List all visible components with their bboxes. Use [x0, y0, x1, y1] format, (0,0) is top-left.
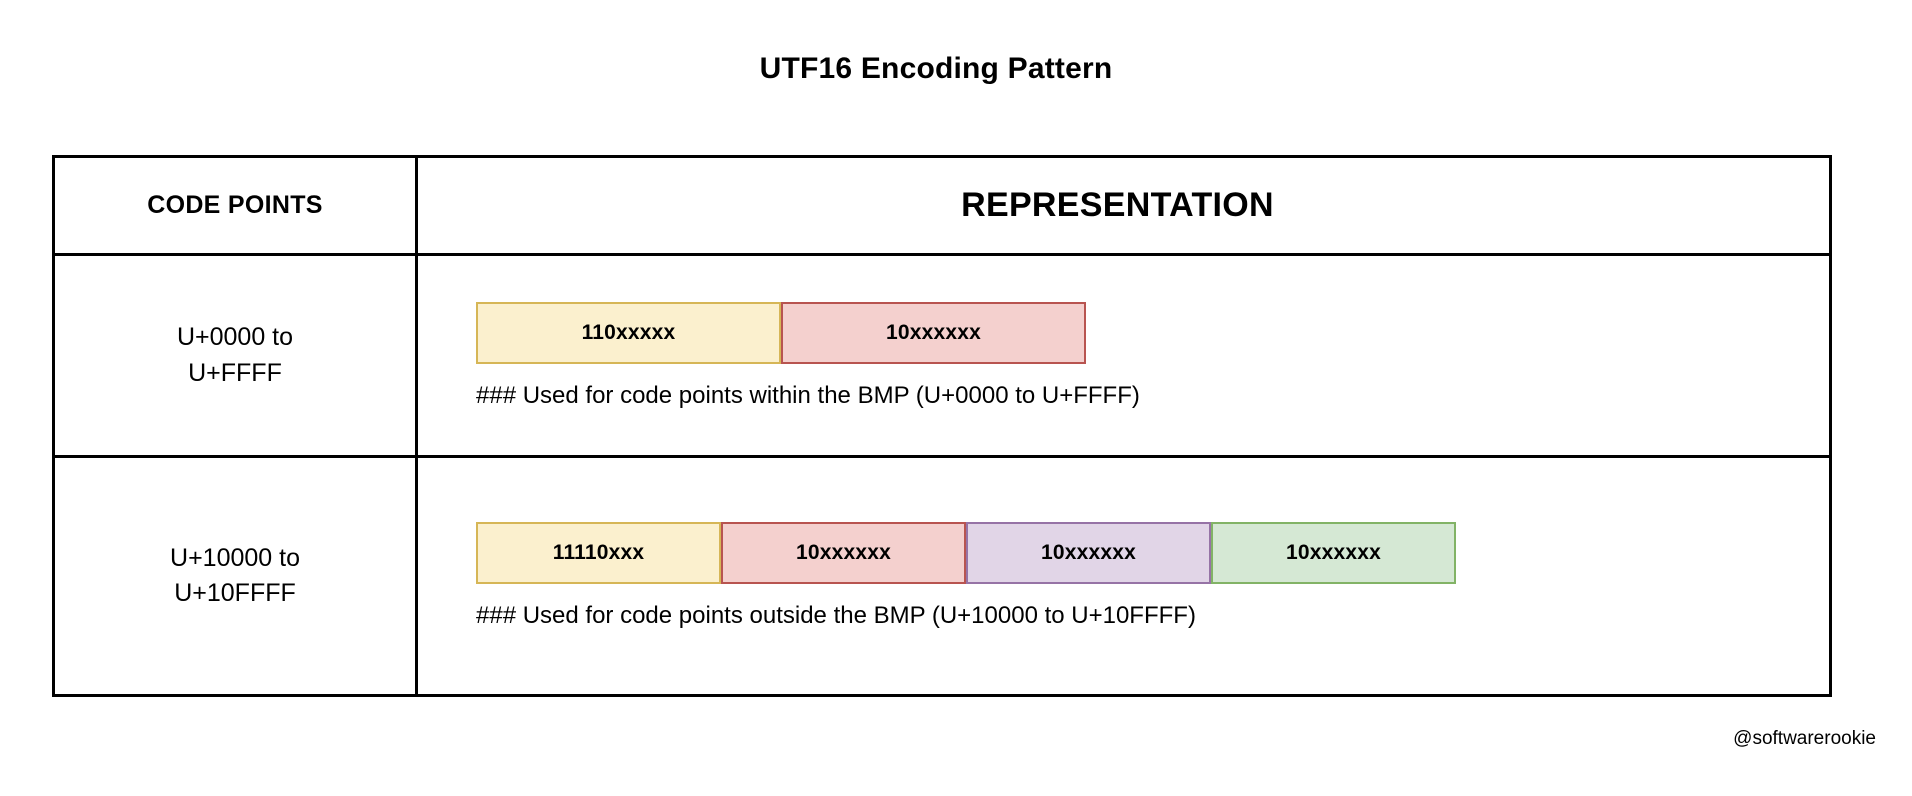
row-2-byte-box-1: 11110xxx	[476, 522, 721, 584]
page-title-text: UTF16 Encoding Pattern	[759, 52, 1113, 85]
row-1-byte-box-1: 110xxxxx	[476, 301, 781, 364]
header-label-representation: REPRESENTATION	[961, 186, 1274, 224]
row-2-code-points-cell: U+10000 to U+10FFFF	[55, 458, 418, 694]
table-row: U+10000 to U+10FFFF 11110xxx 10xxxxxx 10…	[55, 458, 1829, 694]
page-title: UTF16 Encoding Pattern	[0, 52, 1912, 86]
row-2-byte-label-3: 10xxxxxx	[1040, 541, 1137, 564]
row-2-byte-label-1: 11110xxx	[552, 541, 645, 564]
row-1-code-points-cell: U+0000 to U+FFFF	[55, 256, 418, 455]
row-2-byte-label-2: 10xxxxxx	[795, 541, 892, 564]
row-1-bytes-wrap: 110xxxxx 10xxxxxx	[418, 301, 1829, 364]
row-2-byte-label-4: 10xxxxxx	[1285, 541, 1382, 564]
header-label-code-points: CODE POINTS	[147, 191, 323, 219]
row-2-byte-box-4: 10xxxxxx	[1211, 522, 1456, 584]
row-2-representation-cell: 11110xxx 10xxxxxx 10xxxxxx 10xxxxxx ###	[418, 458, 1829, 694]
watermark-credit: @softwarerookie	[1733, 728, 1876, 749]
header-cell-representation: REPRESENTATION	[418, 158, 1829, 253]
row-1-caption: ### Used for code points within the BMP …	[476, 381, 1140, 409]
row-1-byte-box-2: 10xxxxxx	[781, 301, 1086, 364]
row-2-bytes-wrap: 11110xxx 10xxxxxx 10xxxxxx 10xxxxxx	[418, 522, 1829, 584]
row-2-byte-box-2: 10xxxxxx	[721, 522, 966, 584]
row-2-byte-box-3: 10xxxxxx	[966, 522, 1211, 584]
row-1-byte-label-1: 110xxxxx	[581, 320, 676, 344]
row-1-byte-label-2: 10xxxxxx	[885, 320, 982, 344]
encoding-table: CODE POINTS REPRESENTATION U+0000 to U+F…	[52, 155, 1832, 697]
header-cell-code-points: CODE POINTS	[55, 158, 418, 253]
row-1-representation-cell: 110xxxxx 10xxxxxx ### Used for code poin…	[418, 256, 1829, 455]
row-2-caption: ### Used for code points outside the BMP…	[476, 602, 1196, 629]
row-1-code-points-label: U+0000 to U+FFFF	[176, 323, 294, 387]
row-2-byte-sequence: 11110xxx 10xxxxxx 10xxxxxx 10xxxxxx	[476, 522, 1829, 584]
table-row: U+0000 to U+FFFF 110xxxxx 10xxxxxx ### U…	[55, 256, 1829, 458]
row-2-code-points-label: U+10000 to U+10FFFF	[170, 543, 300, 608]
row-1-byte-sequence: 110xxxxx 10xxxxxx	[476, 301, 1829, 364]
table-header-row: CODE POINTS REPRESENTATION	[55, 158, 1829, 256]
